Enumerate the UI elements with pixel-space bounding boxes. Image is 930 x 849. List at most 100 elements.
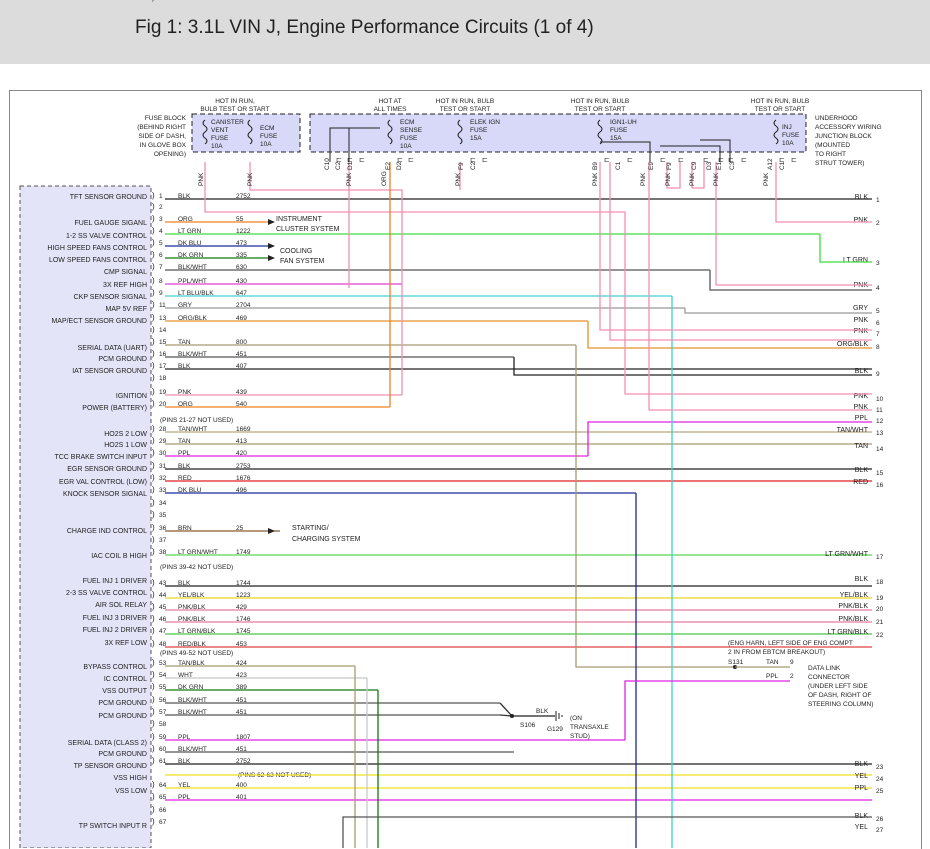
wire-color-label: BLK/WHT [178, 746, 207, 753]
wire-color-label: BRN [178, 525, 192, 532]
vertical-wire-label: PNK [455, 172, 462, 186]
pcm-label: CMP SIGNAL [104, 269, 147, 276]
right-pin-number: 8 [876, 344, 880, 351]
circuit-number: 772 [236, 0, 247, 2]
circuit-number: 630 [236, 264, 247, 271]
pin-bracket: ) [152, 590, 155, 599]
wire-color-label: ORG [178, 216, 193, 223]
pin-bracket: ) [152, 250, 155, 259]
hot-label: TEST OR START [575, 106, 626, 113]
wire-color-label: TAN/BLK [178, 660, 205, 667]
right-pin-number: 25 [876, 788, 884, 795]
pin-bracket: ) [152, 732, 155, 741]
pin-bracket: ) [152, 238, 155, 247]
connector-symbol: ⊏ [408, 157, 414, 164]
pcm-label: PCM GROUND [98, 356, 147, 363]
right-pin-number: 6 [876, 320, 880, 327]
pcm-label: HIGH SPEED FANS CONTROL [47, 245, 147, 252]
wire-color-label: WHT [178, 672, 193, 679]
destination-label: FAN SYSTEM [280, 258, 325, 265]
wire-color-label: BLK/WHT [178, 351, 207, 358]
pin-bracket: ) [152, 373, 155, 382]
splice-label: S131 [728, 659, 744, 666]
dlc-pin-label: 2 [790, 673, 794, 680]
circuit-number: 800 [236, 339, 247, 346]
pcm-label: EGR SENSOR GROUND [67, 466, 147, 473]
pcm-label: IC CONTROL [104, 676, 147, 683]
pcm-label: IAT SENSOR GROUND [72, 368, 147, 375]
wire [624, 680, 735, 740]
pin-number: 29 [159, 438, 167, 445]
hot-label: TEST OR START [440, 106, 491, 113]
wire-color-label: DK GRN [178, 252, 204, 259]
wire-color-label: PPL [178, 734, 191, 741]
vertical-wire-label: PNK [689, 172, 696, 186]
pin-bracket: ) [152, 313, 155, 322]
circuit-number: 1749 [236, 549, 251, 556]
pcm-label: IGNITION [116, 393, 147, 400]
connector-pin-label: E9 [648, 162, 655, 170]
circuit-number: 451 [236, 351, 247, 358]
vertical-wire-label: ORG [381, 171, 388, 186]
pin-bracket: ) [152, 361, 155, 370]
connector-symbol: ⊏ [604, 157, 610, 164]
pin-number: 35 [159, 512, 167, 519]
fuse-block-label: FUSE BLOCK [145, 115, 187, 122]
pin-bracket: ) [152, 202, 155, 211]
pcm-label: FUEL GAUGE SIGANL [75, 220, 148, 227]
right-wire-label: YEL/BLK [840, 592, 869, 599]
fuse-label: 10A [400, 143, 412, 150]
pin-number: 9 [159, 290, 163, 297]
hot-label: HOT IN RUN, BULB [751, 98, 809, 105]
ground-location: (ON [570, 715, 582, 722]
circuit-number: 55 [236, 216, 244, 223]
pin-number: 45 [159, 604, 167, 611]
connector-symbol: ⊏ [359, 157, 365, 164]
right-wire-label: PPL [855, 415, 868, 422]
dlc-label: DATA LINK [808, 665, 841, 672]
pin-number: 14 [159, 327, 167, 334]
right-wire-label: PNK [854, 404, 869, 411]
connector-pin-label: C10 [324, 158, 331, 170]
connector-pin-label: C9 [691, 161, 698, 170]
pin-bracket: ) [152, 337, 155, 346]
wire [599, 162, 872, 331]
pin-bracket: ) [152, 639, 155, 648]
not-used-note: (PINS 49-52 NOT USED) [160, 650, 233, 657]
fuse-label: FUSE [211, 135, 229, 142]
connector-symbol: ⊏ [678, 157, 684, 164]
pin-number: 66 [159, 807, 167, 814]
wire-color-label: PNK/BLK [178, 616, 206, 623]
pcm-label: AIR SOL RELAY [95, 602, 147, 609]
arrow-head [268, 243, 275, 249]
fuse-block-box [309, 113, 807, 153]
pcm-label: HO2S 2 LOW [104, 431, 147, 438]
wire-color-label: BLK [178, 363, 191, 370]
pin-number: 18 [159, 375, 167, 382]
wire-color-label: DK BLU [178, 240, 202, 247]
bus-wire [700, 139, 731, 162]
right-wire-label: RED [853, 479, 868, 486]
dlc-label: STEERING COLUMN) [808, 701, 873, 708]
page-title: Fig 1: 3.1L VIN J, Engine Performance Ci… [135, 17, 594, 38]
junction-block-label: TO RIGHT [815, 151, 846, 158]
right-pin-number: 7 [876, 331, 880, 338]
pcm-label: HO2S 1 LOW [104, 442, 147, 449]
vertical-wire-label: PNK [640, 172, 647, 186]
pin-number: 13 [159, 315, 167, 322]
pcm-label: BYPASS CONTROL [83, 664, 147, 671]
pcm-label: TFT SENSOR GROUND [70, 194, 147, 201]
circuit-number: 2752 [236, 193, 251, 200]
wire [587, 421, 872, 456]
pcm-label: 1-2 SS VALVE CONTROL [66, 233, 147, 240]
circuit-number: 420 [236, 450, 247, 457]
right-pin-number: 5 [876, 308, 880, 315]
pcm-label: 2-3 SS VALVE CONTROL [66, 590, 147, 597]
connector-symbol: ⊏ [718, 157, 724, 164]
right-wire-label: PNK/BLK [838, 616, 868, 623]
wire-color-label: YEL [178, 0, 191, 2]
pin-bracket: ) [152, 780, 155, 789]
circuit-number: 1807 [236, 734, 251, 741]
circuit-number: 1223 [236, 592, 251, 599]
arrow-head [268, 219, 275, 225]
